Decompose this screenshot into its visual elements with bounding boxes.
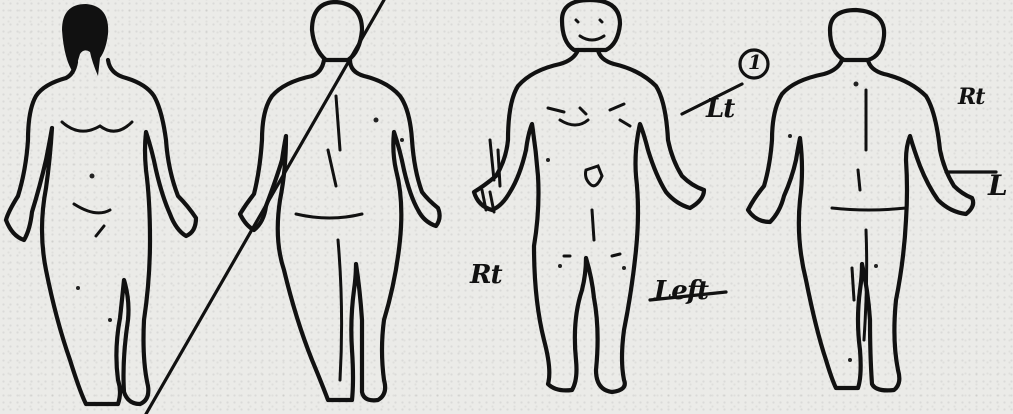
male-front-figure: [474, 0, 704, 392]
male-back-spine: [858, 90, 866, 190]
female-back-waist: [296, 214, 362, 218]
female-front-hair: [62, 4, 108, 76]
male-front-groin: [586, 166, 603, 186]
female-front-bust: [62, 122, 132, 131]
male-front-face: [576, 20, 604, 40]
diagonal-slash-line: [146, 0, 384, 414]
handwritten-rt-label: Rt: [470, 262, 502, 288]
male-back-head: [830, 10, 884, 60]
male-back-outline: [748, 60, 973, 390]
male-front-legs: [564, 210, 620, 256]
handwritten-left-label: Left: [654, 278, 708, 304]
female-back-legline: [338, 240, 342, 380]
male-back-figure: [748, 10, 973, 390]
male-front-outline: [474, 50, 704, 392]
handwritten-lt-label: Lt: [706, 96, 734, 122]
handwritten-rt-back-label: Rt: [958, 86, 984, 108]
handwritten-circled-number: 1: [748, 52, 761, 72]
male-front-head: [562, 0, 620, 50]
female-back-spine: [328, 96, 340, 186]
male-front-chest: [548, 104, 630, 126]
handwritten-l-back-label: L: [988, 172, 1007, 200]
female-front-hips: [74, 204, 110, 236]
male-back-waist: [832, 208, 906, 210]
female-front-figure: [6, 4, 196, 404]
